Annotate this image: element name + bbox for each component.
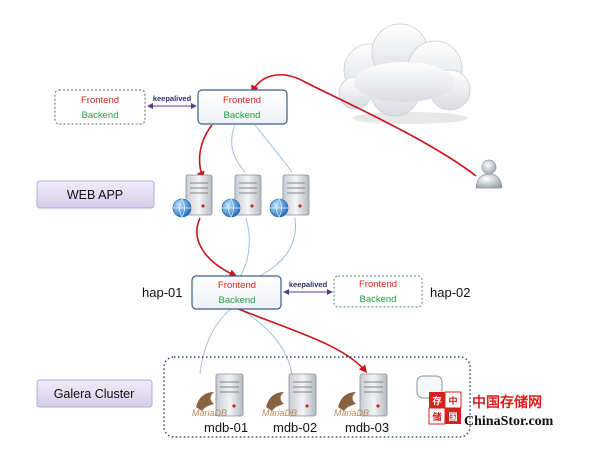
server-icon bbox=[288, 373, 317, 417]
galera-tier-label: Galera Cluster bbox=[54, 387, 135, 401]
mariadb-seal-icon bbox=[196, 392, 214, 411]
top-lb-standby-frontend: Frontend bbox=[81, 95, 119, 106]
hap-01-backend: Backend bbox=[219, 295, 256, 306]
watermark-en-text: ChinaStor.com bbox=[464, 414, 554, 429]
web-tier-box bbox=[36, 180, 155, 209]
mariadb-seal-icon bbox=[266, 392, 284, 411]
hap-02-backend: Backend bbox=[360, 294, 397, 305]
hap-01-frontend: Frontend bbox=[218, 280, 256, 291]
top-keepalived-label: keepalived bbox=[153, 94, 192, 103]
db-node-1-name: mdb-01 bbox=[204, 420, 248, 435]
db-node-3: MariaDB mdb-03 bbox=[334, 373, 389, 435]
mariadb-logo-text: MariaDB bbox=[262, 408, 297, 418]
watermark-badge-char: 国 bbox=[448, 412, 457, 422]
db-node-1: MariaDB mdb-01 bbox=[192, 373, 248, 435]
hap-01-label: hap-01 bbox=[142, 285, 182, 300]
hap-02-frontend: Frontend bbox=[359, 279, 397, 290]
mariadb-logo-text: MariaDB bbox=[334, 408, 369, 418]
watermark-cn-text: 中国存储网 bbox=[472, 394, 542, 410]
web-server-3 bbox=[269, 174, 310, 218]
top-lb-active-frontend: Frontend bbox=[223, 95, 261, 106]
web-to-haproxy-arrow bbox=[196, 217, 238, 277]
galera-cluster-boundary bbox=[163, 356, 471, 438]
mariadb-logo-text: MariaDB bbox=[192, 408, 227, 418]
db-node-3-name: mdb-03 bbox=[345, 420, 389, 435]
top-lb-active-backend: Backend bbox=[224, 110, 261, 121]
web-server-2 bbox=[221, 174, 262, 218]
server-icon bbox=[359, 373, 388, 417]
watermark-badge-char: 储 bbox=[432, 411, 441, 422]
network-links bbox=[199, 124, 297, 375]
hap-01-box bbox=[191, 275, 282, 310]
client-to-cloud-to-lb-arrow bbox=[251, 74, 477, 177]
hap-02-box bbox=[333, 275, 423, 308]
chinastor-watermark: 存 中 储 国 中国存储网 ChinaStor.com bbox=[428, 391, 554, 429]
haproxy-to-db-arrow bbox=[235, 307, 367, 374]
user-icon bbox=[475, 159, 503, 189]
db-node-2: MariaDB mdb-02 bbox=[262, 373, 317, 435]
web-server-1 bbox=[172, 174, 213, 218]
traffic-path bbox=[196, 74, 477, 374]
top-lb-standby-box bbox=[54, 89, 146, 125]
lb-to-web-arrow bbox=[196, 124, 213, 180]
mariadb-seal-icon bbox=[338, 392, 356, 411]
web-tier-label: WEB APP bbox=[67, 188, 123, 202]
haproxy-keepalived-label: keepalived bbox=[289, 280, 328, 289]
watermark-badge-char: 存 bbox=[432, 395, 441, 406]
db-node-2-name: mdb-02 bbox=[273, 420, 317, 435]
server-icon bbox=[215, 373, 244, 417]
top-lb-standby-backend: Backend bbox=[82, 110, 119, 121]
watermark-badge-char: 中 bbox=[448, 395, 457, 406]
top-lb-active-box bbox=[197, 89, 288, 125]
galera-tier-box bbox=[36, 379, 153, 408]
hap-02-label: hap-02 bbox=[430, 285, 470, 300]
cloud-icon bbox=[338, 23, 471, 124]
